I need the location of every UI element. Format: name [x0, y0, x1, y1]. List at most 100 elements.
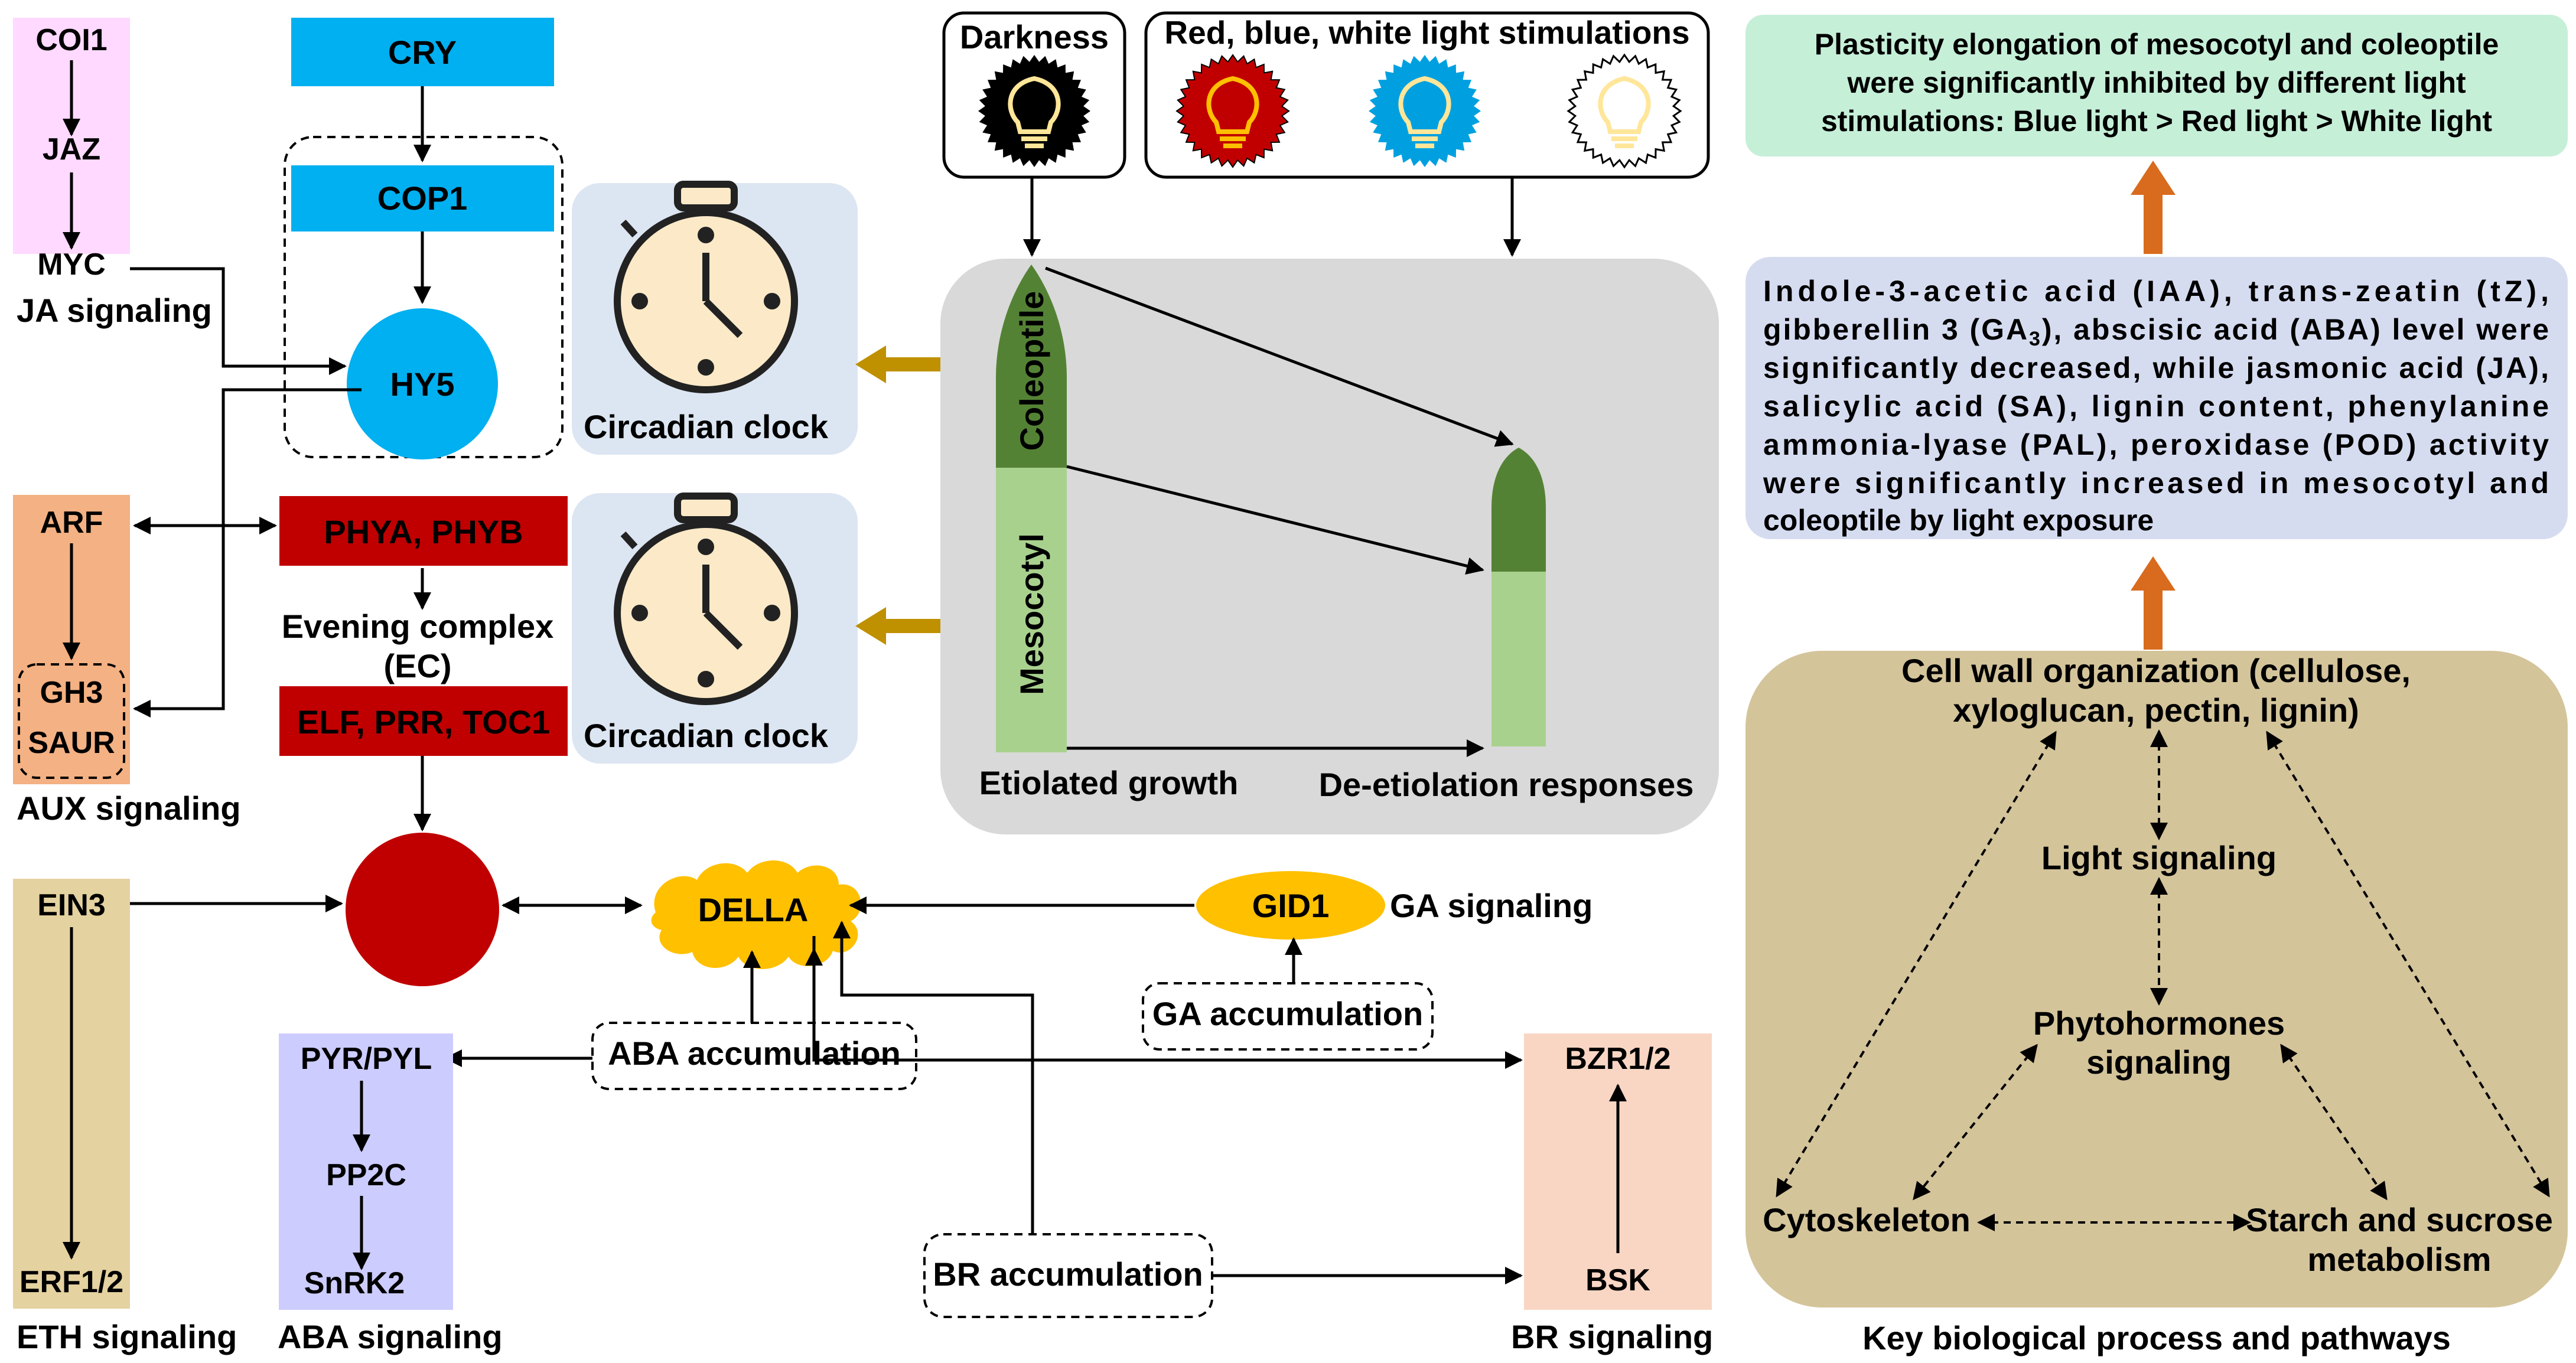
hy5-to-gh3-arrow [133, 388, 362, 718]
findings-box [1745, 257, 2568, 539]
cellwall-label-2: xyloglucan, pectin, lignin) [1953, 692, 2359, 729]
cytoskeleton-label: Cytoskeleton [1763, 1201, 1971, 1238]
findings-line-2: gibberellin 3 (GA3), abscisic acid (ABA)… [1763, 313, 2549, 350]
bzr-label: BZR1/2 [1565, 1042, 1670, 1076]
conclusion-line-3: stimulations: Blue light > Red light > W… [1821, 105, 2492, 138]
conclusion-box [1745, 15, 2568, 156]
mesocotyl-shape [996, 468, 1067, 752]
ga-accumulation-label: GA accumulation [1152, 995, 1423, 1032]
darkness-label: Darkness [960, 18, 1109, 56]
coleoptile-tip-arrow [1045, 266, 1514, 447]
eth-signaling-caption: ETH signaling [17, 1318, 237, 1355]
aba-accumulation-label: ABA accumulation [608, 1035, 901, 1072]
bsk-label: BSK [1585, 1263, 1650, 1297]
aba-signaling-caption: ABA signaling [278, 1318, 503, 1355]
light-signaling-core: CRY COP1 HY5 PHYA, PHYB Evening complex … [130, 18, 861, 986]
arf-label: ARF [40, 506, 103, 540]
snrk2-label: SnRK2 [304, 1266, 405, 1300]
pif3-node [346, 833, 499, 986]
pp2c-label: PP2C [326, 1158, 406, 1192]
hy5-label: HY5 [390, 366, 455, 403]
coleoptile-base-arrow [1066, 465, 1484, 575]
br-signaling-caption: BR signaling [1511, 1318, 1713, 1355]
pyr-label: PYR/PYL [301, 1042, 432, 1076]
conclusion-line-1: Plasticity elongation of mesocotyl and c… [1815, 28, 2499, 61]
deetiolated-coleoptile-shape [1491, 448, 1546, 572]
findings-line-3: significantly decreased, while jasmonic … [1763, 351, 2549, 384]
lightbulb-icon [1008, 76, 1061, 148]
findings-line-7: coleoptile by light exposure [1763, 504, 2154, 537]
stopwatch-icon [614, 181, 798, 393]
blue-burst [1369, 55, 1481, 167]
gold-arrow-bottom [855, 607, 940, 645]
red-burst [1175, 54, 1290, 168]
cellwall-label-1: Cell wall organization (cellulose, [1901, 652, 2411, 689]
ga-signaling-caption: GA signaling [1390, 887, 1593, 924]
light-stimulus: Red, blue, white light stimulations [1144, 11, 1710, 179]
ein3-label: EIN3 [37, 888, 106, 922]
gh3-saur-dashed-box [18, 663, 125, 779]
coleoptile-shape [996, 265, 1067, 468]
pif3-label: PIF3 [387, 891, 457, 928]
pathways-caption: Key biological process and pathways [1862, 1319, 2451, 1357]
clock-label-bottom: Circadian clock [584, 717, 829, 754]
orange-arrow-bottom [2131, 556, 2176, 650]
findings-line-5: ammonia-lyase (PAL), peroxidase (POD) ac… [1763, 428, 2549, 461]
saur-label: SAUR [28, 726, 115, 760]
light-stim-label: Red, blue, white light stimulations [1164, 14, 1689, 51]
mesocotyl-label: Mesocotyl [1013, 533, 1050, 695]
jaz-label: JAZ [43, 132, 100, 167]
eth-signaling-group: EIN3 ERF1/2 ETH signaling [13, 879, 237, 1355]
cry-label: CRY [388, 34, 457, 71]
darkness-stimulus: Darkness [942, 11, 1126, 179]
pathways-network: Cell wall organization (cellulose, xylog… [1763, 652, 2553, 1278]
ec-label-1: Evening complex [282, 608, 554, 645]
cop1-box [291, 165, 554, 231]
ec-label-2: (EC) [383, 647, 451, 684]
white-burst [1567, 53, 1682, 169]
clock-label-top: Circadian clock [584, 408, 829, 445]
phyto-cytoskeleton-link [1913, 1044, 2038, 1201]
circadian-clock-top: Circadian clock [572, 181, 858, 455]
coi1-label: COI1 [35, 23, 107, 57]
phyto-starch-link [2280, 1044, 2388, 1201]
phyto-label-2: signaling [2086, 1044, 2232, 1081]
br-accum-to-della-arrow [833, 921, 1034, 1234]
lightbulb-icon [1598, 76, 1651, 148]
cellwall-starch-link [2266, 731, 2550, 1198]
ja-signaling-group: COI1 JAZ MYC JA signaling [13, 18, 212, 329]
etiolated-label: Etiolated growth [979, 764, 1239, 801]
aux-signaling-caption: AUX signaling [17, 790, 241, 827]
hy5-node [347, 308, 498, 459]
phy-box [279, 496, 568, 566]
coleoptile-label: Coleoptile [1013, 291, 1050, 451]
gold-arrow-top [855, 345, 940, 383]
lightbulb-icon [1206, 76, 1259, 148]
ja-signaling-caption: JA signaling [17, 292, 212, 329]
deetiolation-label: De-etiolation responses [1319, 766, 1694, 803]
myc-to-hy5-arrow [130, 267, 347, 375]
starch-label-1: Starch and sucrose [2246, 1201, 2553, 1238]
gid1-node [1196, 871, 1385, 940]
myc-label: MYC [37, 247, 106, 282]
stopwatch-icon [614, 493, 798, 705]
gh3-label: GH3 [40, 676, 103, 710]
seedling-panel: Coleoptile Mesocotyl Etiolated growth De… [940, 259, 1719, 834]
elf-box [279, 686, 568, 756]
cellwall-cytoskeleton-link [1776, 731, 2057, 1198]
conclusion-text: Plasticity elongation of mesocotyl and c… [1815, 28, 2499, 138]
ga-accumulation-box [1142, 982, 1434, 1051]
cop1-label: COP1 [377, 180, 468, 217]
elf-label: ELF, PRR, TOC1 [297, 703, 550, 741]
aba-accumulation-box [591, 1022, 917, 1090]
orange-arrow-top [2131, 161, 2176, 254]
cry-box [291, 18, 554, 86]
findings-line-6: were significantly increased in mesocoty… [1763, 467, 2549, 500]
phyto-label-1: Phytohormones [2033, 1005, 2285, 1042]
della-cloud [651, 860, 861, 969]
erf-label: ERF1/2 [19, 1265, 123, 1299]
phy-label: PHYA, PHYB [324, 513, 523, 550]
gid1-label: GID1 [1252, 887, 1330, 924]
lightbulb-icon [1398, 76, 1451, 148]
